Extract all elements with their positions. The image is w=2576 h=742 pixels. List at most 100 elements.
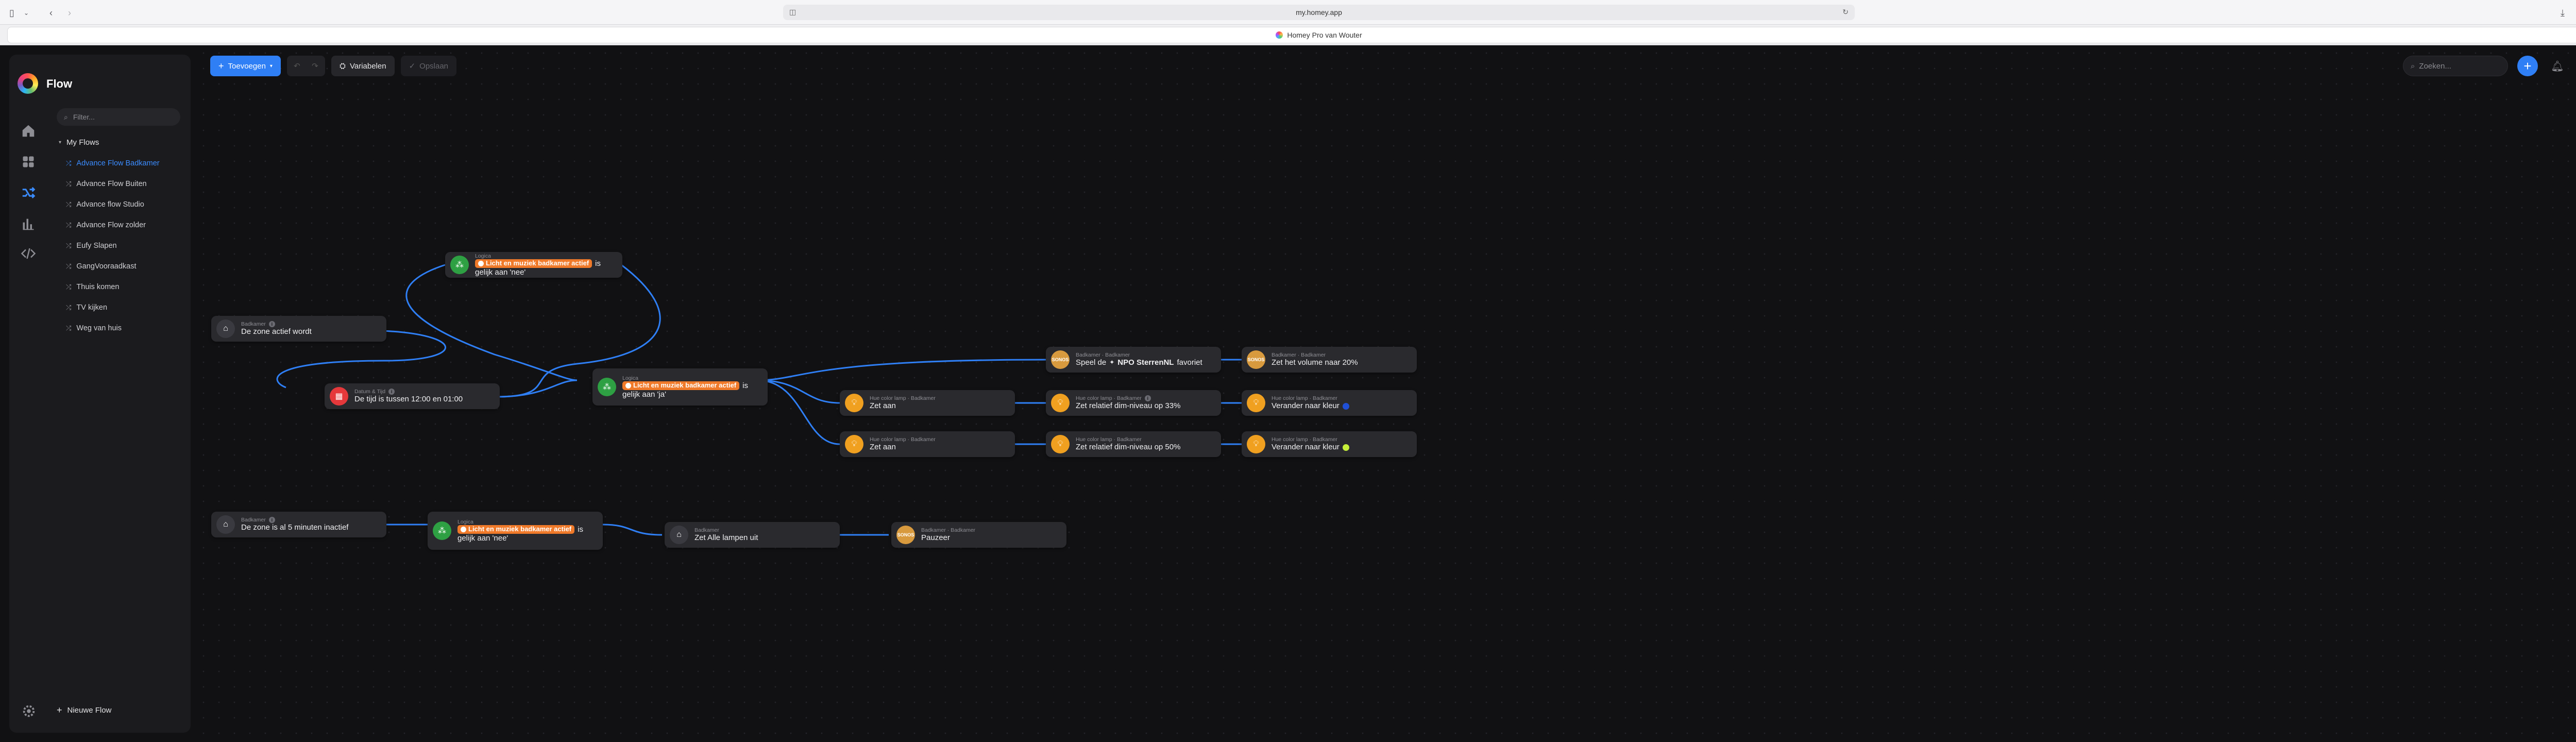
flow-label: Eufy Slapen [76, 242, 117, 250]
flow-label: Advance flow Studio [76, 200, 144, 209]
action-card-color-lime[interactable]: 💡︎ Hue color lamp · Badkamer Verander na… [1242, 431, 1417, 457]
action-card-lamp-on[interactable]: 💡︎ Hue color lamp · Badkamer Zet aan [840, 431, 1015, 457]
download-icon[interactable]: ⤓ [2561, 7, 2565, 18]
flow-list-item[interactable]: ⤮Advance flow Studio [66, 197, 144, 212]
info-icon: i [388, 389, 395, 395]
search-field[interactable]: ⌕ [2403, 56, 2508, 76]
card-text: Zet aan [870, 401, 896, 411]
condition-card-logic[interactable]: ⁂ Logica Licht en muziek badkamer actief… [592, 368, 768, 406]
flow-icon[interactable] [19, 183, 38, 202]
devices-icon[interactable] [19, 153, 38, 171]
browser-chrome: ▯ ⌄ ‹ › ◫ my.homey.app ↻ ⤓ ⇪ + ⧉ [0, 0, 2576, 25]
lamp-icon: 💡︎ [845, 394, 863, 412]
card-device: Badkamer · Badkamer [1076, 352, 1130, 359]
chevron-down-icon: ▾ [59, 140, 62, 145]
flow-list-item[interactable]: ⤮TV kijken [66, 300, 107, 315]
flow-icon: ⤮ [66, 180, 72, 188]
url-text: my.homey.app [1296, 8, 1342, 16]
action-card-pause[interactable]: SONOS Badkamer · Badkamer Pauzeer [891, 522, 1066, 548]
bell-icon[interactable]: 🔔︎ [2551, 60, 2564, 72]
card-device: Hue color lamp · Badkamer [1272, 436, 1337, 443]
filter-field[interactable]: ⌕ [57, 108, 180, 126]
flow-list-item[interactable]: ⤮Weg van huis [66, 321, 122, 336]
flow-list-item[interactable]: ⤮ Eufy Slapen [66, 238, 117, 254]
chevron-down-icon: ▾ [269, 63, 273, 69]
variables-button[interactable]: ⛭ Variabelen [331, 56, 395, 76]
condition-card-logic[interactable]: ⁂ Logica Licht en muziek badkamer actief… [428, 512, 603, 550]
insights-icon[interactable] [19, 214, 38, 233]
info-icon: i [1144, 395, 1151, 402]
card-device: Badkamer [241, 321, 266, 328]
folder-my-flows[interactable]: ▾ My Flows [59, 138, 99, 147]
card-text: Verander naar kleur [1272, 443, 1340, 452]
card-text: De zone is al 5 minuten inactief [241, 523, 349, 532]
folder-label: My Flows [66, 138, 99, 147]
add-card-button[interactable]: + Toevoegen ▾ [210, 56, 281, 76]
flow-label: TV kijken [76, 303, 108, 312]
save-button[interactable]: ✓ Opslaan [400, 56, 457, 76]
flow-list-item[interactable]: ⤮GangVooraadkast [66, 259, 137, 274]
sonos-icon: SONOS [1247, 350, 1265, 369]
card-device: Hue color lamp · Badkamer [870, 436, 936, 443]
page-icon: ◫ [789, 8, 796, 16]
action-card-lamp-on[interactable]: 💡︎ Hue color lamp · Badkamer Zet aan [840, 390, 1015, 416]
flow-label: Advance Flow zolder [76, 221, 146, 229]
home-icon[interactable] [19, 122, 38, 140]
browser-tab[interactable]: Homey Pro van Wouter [7, 27, 2576, 43]
undo-icon[interactable]: ↶ [294, 62, 300, 71]
flow-list-item[interactable]: ⤮Thuis komen [66, 279, 119, 295]
card-text: gelijk aan 'ja' [622, 390, 666, 399]
reload-icon[interactable]: ↻ [1842, 8, 1849, 16]
tab-strip: Homey Pro van Wouter [0, 25, 2576, 45]
search-input[interactable] [2419, 61, 2492, 71]
action-card-volume[interactable]: SONOS Badkamer · Badkamer Zet het volume… [1242, 347, 1417, 373]
flow-list-item[interactable]: ⤮ Advance Flow Badkamer [66, 156, 160, 171]
back-icon[interactable]: ‹ [49, 7, 53, 18]
new-flow-label: Nieuwe Flow [67, 706, 112, 715]
zone-icon: ⌂ [216, 319, 235, 338]
info-icon: i [268, 321, 275, 328]
forward-icon[interactable]: › [68, 7, 71, 18]
flow-icon: ⤮ [66, 159, 72, 167]
redo-icon[interactable]: ↷ [312, 62, 318, 71]
sidebar: Flow ⌕ ▾ My Flows ⤮ Advance Flow Badkamer… [9, 55, 191, 733]
undo-redo-group: ↶ ↷ [286, 56, 325, 76]
action-card-lights-off[interactable]: ⌂ Badkamer Zet Alle lampen uit [665, 522, 840, 548]
flow-list-item[interactable]: ⤮Advance Flow zolder [66, 217, 146, 233]
flow-list-item[interactable]: ⤮ Advance Flow Buiten [66, 176, 147, 192]
flow-icon: ⤮ [66, 262, 72, 270]
action-card-dim-50[interactable]: 💡︎ Hue color lamp · Badkamer Zet relatie… [1046, 431, 1221, 457]
zone-icon: ⌂ [216, 515, 235, 534]
logic-icon: ⁂ [433, 521, 451, 540]
action-card-speaker-play[interactable]: SONOS Badkamer · Badkamer Speel de✦NPO S… [1046, 347, 1221, 373]
address-bar[interactable]: ◫ my.homey.app ↻ [783, 5, 1855, 20]
new-flow-button[interactable]: + Nieuwe Flow [57, 705, 111, 716]
action-card-color-blue[interactable]: 💡︎ Hue color lamp · Badkamer Verander na… [1242, 390, 1417, 416]
page-title: Flow [46, 77, 73, 90]
save-label: Opslaan [419, 61, 449, 71]
filter-input[interactable] [73, 113, 166, 121]
card-text: Zet relatief dim-niveau op 50% [1076, 443, 1181, 452]
flow-label: Advance Flow Buiten [76, 180, 147, 188]
variables-label: Variabelen [349, 61, 386, 71]
condition-card-logic[interactable]: ⁂ Logica Licht en muziek badkamer actief… [445, 252, 622, 278]
flow-icon: ⤮ [66, 242, 72, 249]
chevron-down-icon[interactable]: ⌄ [24, 9, 29, 16]
variables-icon: ⛭ [339, 61, 346, 71]
sonos-icon: SONOS [1051, 350, 1070, 369]
settings-gear-icon[interactable] [20, 702, 38, 720]
card-device: Hue color lamp · Badkamer [1272, 395, 1337, 402]
flow-label: Advance Flow Badkamer [76, 159, 160, 167]
card-device: Hue color lamp · Badkamer [1076, 395, 1142, 402]
lamp-icon: 💡︎ [1247, 394, 1265, 412]
sidebar-toggle-icon[interactable]: ▯ [9, 7, 14, 18]
card-text: Zet relatief dim-niveau op 33% [1076, 401, 1181, 411]
card-device: Logica [622, 375, 638, 381]
card-text: is [595, 259, 601, 268]
developer-code-icon[interactable] [19, 244, 38, 263]
add-button[interactable]: + [2517, 56, 2538, 76]
